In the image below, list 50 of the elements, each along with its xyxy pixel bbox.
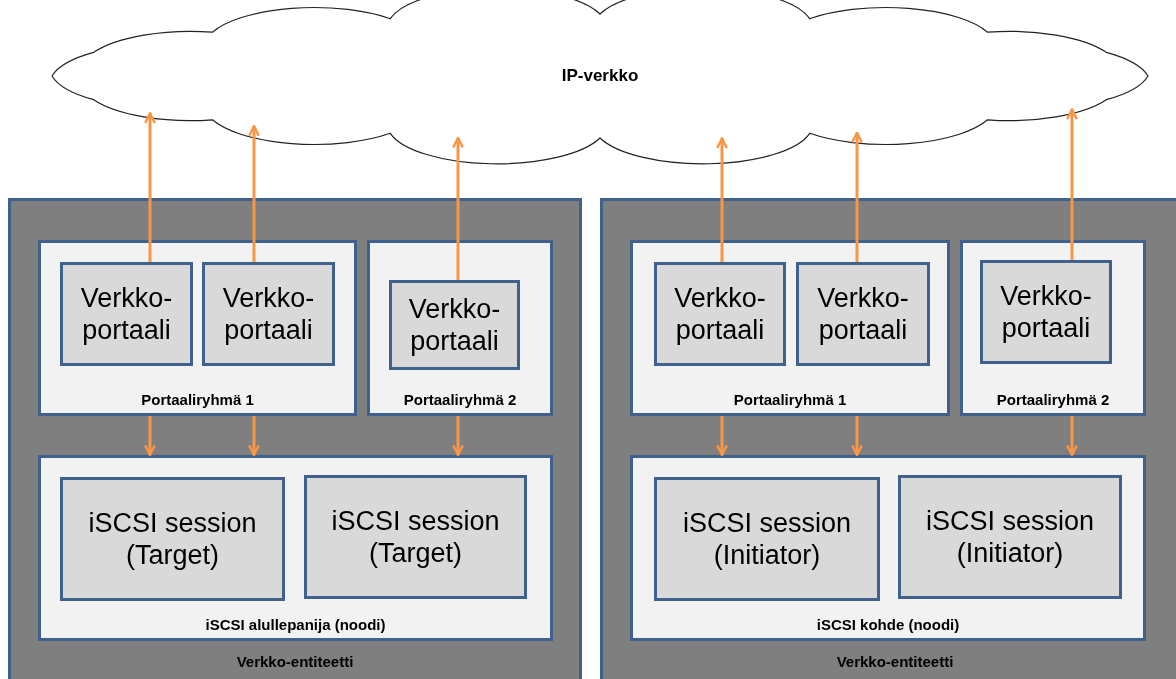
component-label: iSCSI session (Target) (330, 504, 501, 570)
group-panel (367, 240, 553, 416)
component-label: iSCSI session (Initiator) (681, 506, 853, 572)
component-box (654, 262, 786, 366)
component-box (898, 475, 1122, 599)
group-label: Portaaliryhmä 1 (141, 391, 254, 408)
component-box (202, 262, 335, 366)
group-label: Portaaliryhmä 1 (733, 391, 847, 408)
component-label: Verkko-portaali (79, 281, 174, 347)
arrow (1066, 108, 1078, 260)
arrow (1066, 416, 1078, 457)
network-entity-panel (8, 198, 582, 679)
group-label: iSCSI kohde (noodi) (816, 616, 960, 633)
component-label: iSCSI session (Target) (87, 506, 258, 572)
entity-label: Verkko-entiteetti (236, 653, 354, 670)
arrow (248, 124, 260, 262)
component-box (980, 260, 1112, 364)
component-box (304, 475, 527, 599)
group-panel (630, 455, 1146, 641)
component-label: Verkko-portaali (407, 292, 502, 358)
group-panel (960, 240, 1146, 416)
arrow (144, 416, 156, 457)
group-panel (38, 455, 553, 641)
group-label: Portaaliryhmä 2 (403, 391, 517, 408)
cloud-label: IP-verkko (560, 66, 640, 86)
group-panel (630, 240, 950, 416)
network-entity-panel (600, 198, 1176, 679)
component-label: Verkko-portaali (816, 281, 910, 347)
arrow (716, 416, 728, 457)
arrow (452, 136, 464, 280)
entity-label: Verkko-entiteetti (836, 653, 954, 670)
component-label: Verkko-portaali (221, 281, 316, 347)
component-box (60, 477, 285, 601)
group-panel (38, 240, 357, 416)
component-box (654, 477, 880, 601)
component-label: Verkko-portaali (673, 281, 767, 347)
component-box (389, 280, 520, 370)
arrow (452, 416, 464, 457)
network-cloud (51, 0, 1149, 165)
component-box (60, 262, 193, 366)
arrow (144, 112, 156, 262)
component-label: Verkko-portaali (999, 279, 1093, 345)
arrow (851, 131, 863, 262)
component-box (796, 262, 930, 366)
arrow (248, 416, 260, 457)
group-label: iSCSI alullepanija (noodi) (205, 616, 386, 633)
group-label: Portaaliryhmä 2 (996, 391, 1110, 408)
component-label: iSCSI session (Initiator) (924, 504, 1096, 570)
arrow (851, 416, 863, 457)
arrow (716, 137, 728, 262)
